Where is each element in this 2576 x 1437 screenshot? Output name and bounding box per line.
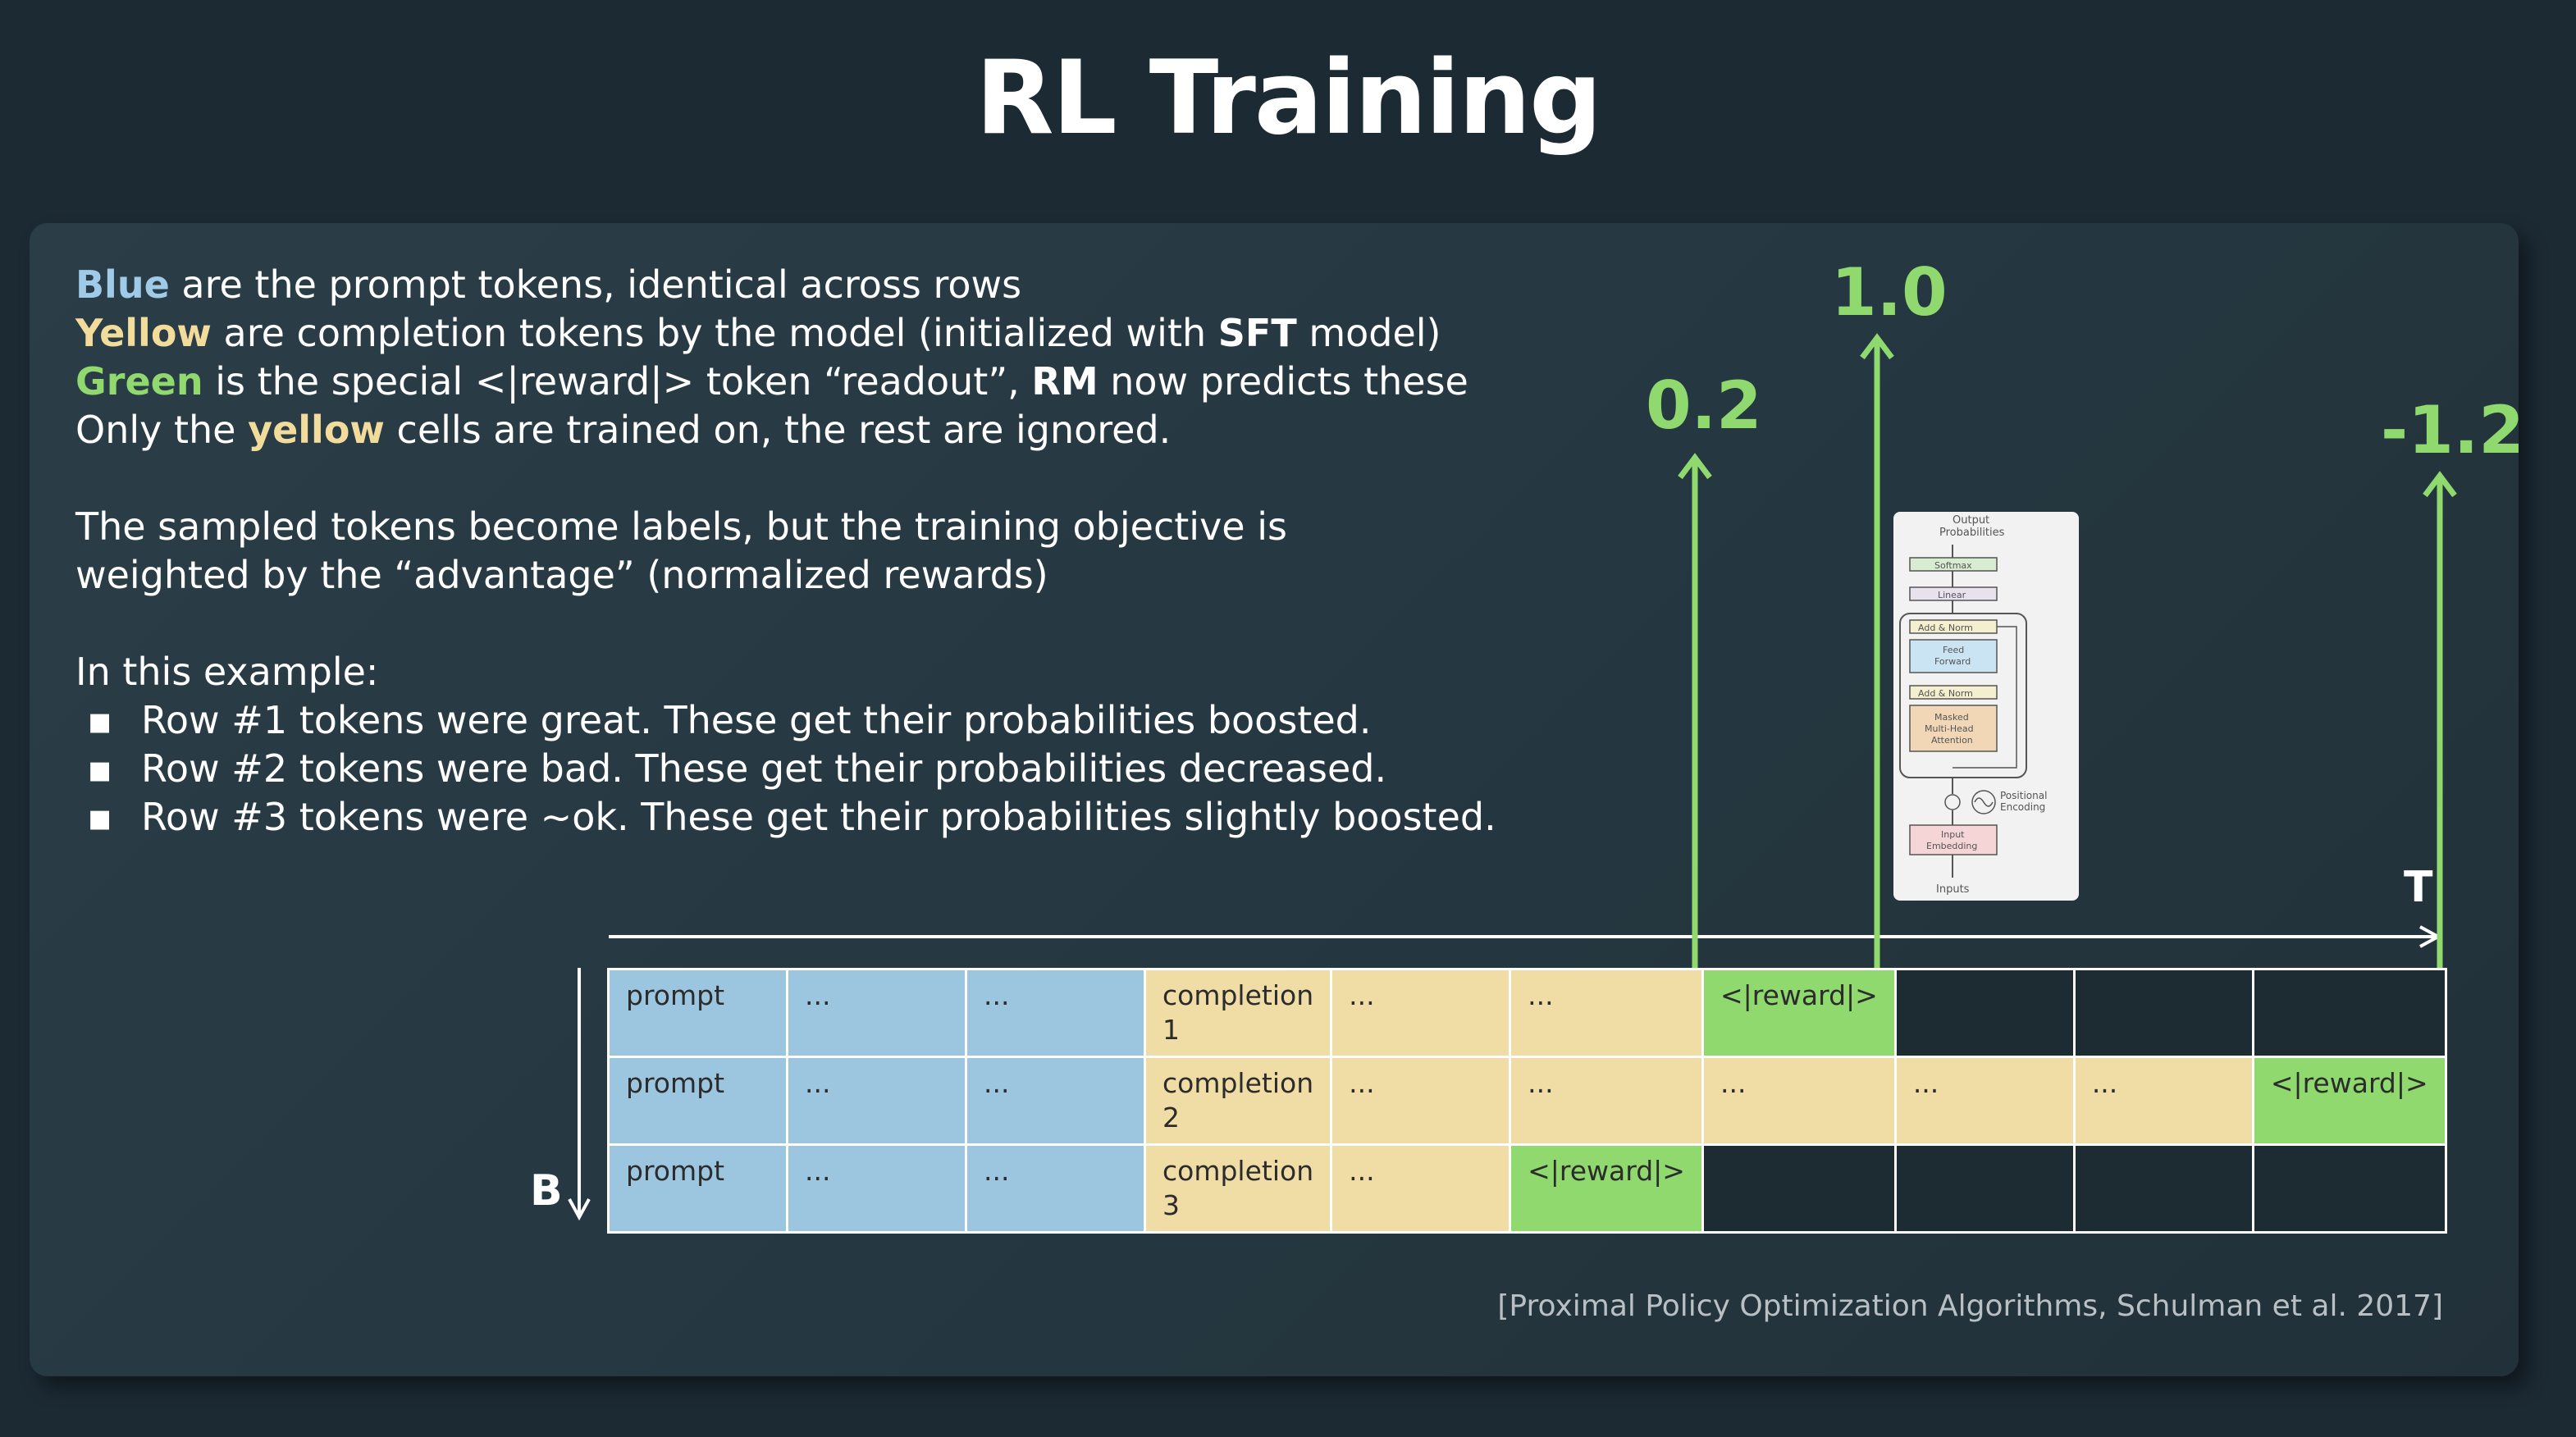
grid-row: prompt......completion 1......<|reward|> (607, 968, 2447, 1058)
masked-attention-box (1909, 705, 1998, 752)
completion-cell: ... (1330, 1143, 1512, 1234)
prompt-cell: ... (786, 1056, 967, 1146)
objective-line-1: The sampled tokens become labels, but th… (75, 504, 1287, 549)
completion-cell: ... (1701, 1056, 1897, 1146)
prompt-cell: ... (786, 968, 967, 1058)
reward-cell: <|reward|> (1701, 968, 1897, 1058)
green-description-2: now predicts these (1098, 359, 1468, 404)
empty-cell (1893, 968, 2076, 1058)
svg-text:Softmax: Softmax (1934, 560, 1972, 571)
empty-cell (1893, 1143, 2076, 1234)
batch-axis (568, 968, 591, 1221)
reward-value-row-3: 0.2 (1646, 367, 1762, 444)
empty-cell (2251, 968, 2447, 1058)
bullet-marker: ▪ (87, 698, 113, 742)
prompt-cell: prompt (607, 1056, 788, 1146)
citation: [Proximal Policy Optimization Algorithms… (1497, 1289, 2443, 1323)
yellow-description-2: model) (1296, 311, 1441, 355)
batch-axis-label: B (530, 1166, 563, 1216)
input-embedding-box (1909, 824, 1998, 855)
completion-cell: ... (1330, 1056, 1512, 1146)
empty-cell (1701, 1143, 1897, 1234)
empty-cell (2251, 1143, 2447, 1234)
completion-cell: completion 2 (1143, 1056, 1333, 1146)
reward-value-row-2: -1.2 (2381, 392, 2524, 468)
svg-text:Add & Norm: Add & Norm (1918, 623, 1973, 633)
bullet-marker: ▪ (87, 795, 113, 839)
bullet-text: Row #1 tokens were great. These get thei… (141, 698, 1372, 742)
prompt-cell: prompt (607, 1143, 788, 1234)
sft-keyword: SFT (1217, 311, 1297, 355)
completion-cell: ... (1509, 1056, 1704, 1146)
token-grid: prompt......completion 1......<|reward|>… (607, 968, 2447, 1234)
reward-arrow-row-1 (1860, 333, 1894, 968)
bullet-row-2: ▪ Row #2 tokens were bad. These get their… (75, 745, 1519, 793)
bullet-row-3: ▪ Row #3 tokens were ~ok. These get their… (75, 793, 1519, 842)
example-heading: In this example: (75, 650, 379, 694)
empty-cell (2072, 1143, 2254, 1234)
svg-text:Inputs: Inputs (1936, 883, 1970, 896)
slide-title: RL Training (975, 39, 1602, 157)
time-axis-label: T (2404, 863, 2433, 912)
bullet-marker: ▪ (87, 746, 113, 791)
reward-cell: <|reward|> (2251, 1056, 2447, 1146)
legend-line-yellow: Yellow are completion tokens by the mode… (75, 309, 1519, 358)
training-rest: cells are trained on, the rest are ignor… (384, 408, 1172, 452)
completion-cell: completion 1 (1143, 968, 1333, 1058)
grid-row: prompt......completion 3...<|reward|> (607, 1143, 2447, 1234)
time-axis (609, 925, 2442, 948)
yellow-keyword-2: yellow (248, 408, 385, 452)
reward-cell: <|reward|> (1509, 1143, 1704, 1234)
completion-cell: completion 3 (1143, 1143, 1333, 1234)
add-icon (1944, 794, 1961, 810)
completion-cell: ... (1330, 968, 1512, 1058)
completion-cell: ... (2072, 1056, 2254, 1146)
grid-row: prompt......completion 2...............<… (607, 1056, 2447, 1146)
prompt-cell: ... (965, 1056, 1146, 1146)
blue-description: are the prompt tokens, identical across … (169, 262, 1022, 307)
rm-keyword: RM (1031, 359, 1098, 404)
legend-line-green: Green is the special <|reward|> token “r… (75, 358, 1519, 406)
svg-text:Add & Norm: Add & Norm (1918, 688, 1973, 699)
bullet-text: Row #2 tokens were bad. These get their … (141, 746, 1387, 791)
prompt-cell: ... (965, 968, 1146, 1058)
green-keyword: Green (75, 359, 203, 404)
feed-forward-box (1909, 639, 1998, 673)
objective-line-2: weighted by the “advantage” (normalized … (75, 553, 1048, 597)
yellow-description-1: are completion tokens by the model (init… (211, 311, 1218, 355)
prompt-cell: prompt (607, 968, 788, 1058)
sine-wave-icon (1971, 790, 1996, 814)
yellow-keyword: Yellow (75, 311, 212, 355)
empty-cell (2072, 968, 2254, 1058)
svg-text:Linear: Linear (1938, 590, 1966, 600)
bullet-text: Row #3 tokens were ~ok. These get their … (141, 795, 1496, 839)
decoder-block (1899, 613, 2027, 778)
legend-line-blue: Blue are the prompt tokens, identical ac… (75, 261, 1519, 309)
legend-line-training: Only the yellow cells are trained on, th… (75, 406, 1519, 454)
training-pre: Only the (75, 408, 249, 452)
green-description-1: is the special <|reward|> token “readout… (203, 359, 1032, 404)
completion-cell: ... (1893, 1056, 2076, 1146)
completion-cell: ... (1509, 968, 1704, 1058)
blue-keyword: Blue (75, 262, 170, 307)
explanation-text: Blue are the prompt tokens, identical ac… (75, 261, 1519, 842)
reward-arrow-row-2 (2423, 471, 2457, 1058)
prompt-cell: ... (786, 1143, 967, 1234)
prompt-cell: ... (965, 1143, 1146, 1234)
reward-value-row-1: 1.0 (1831, 254, 1948, 331)
bullet-row-1: ▪ Row #1 tokens were great. These get the… (75, 696, 1519, 745)
